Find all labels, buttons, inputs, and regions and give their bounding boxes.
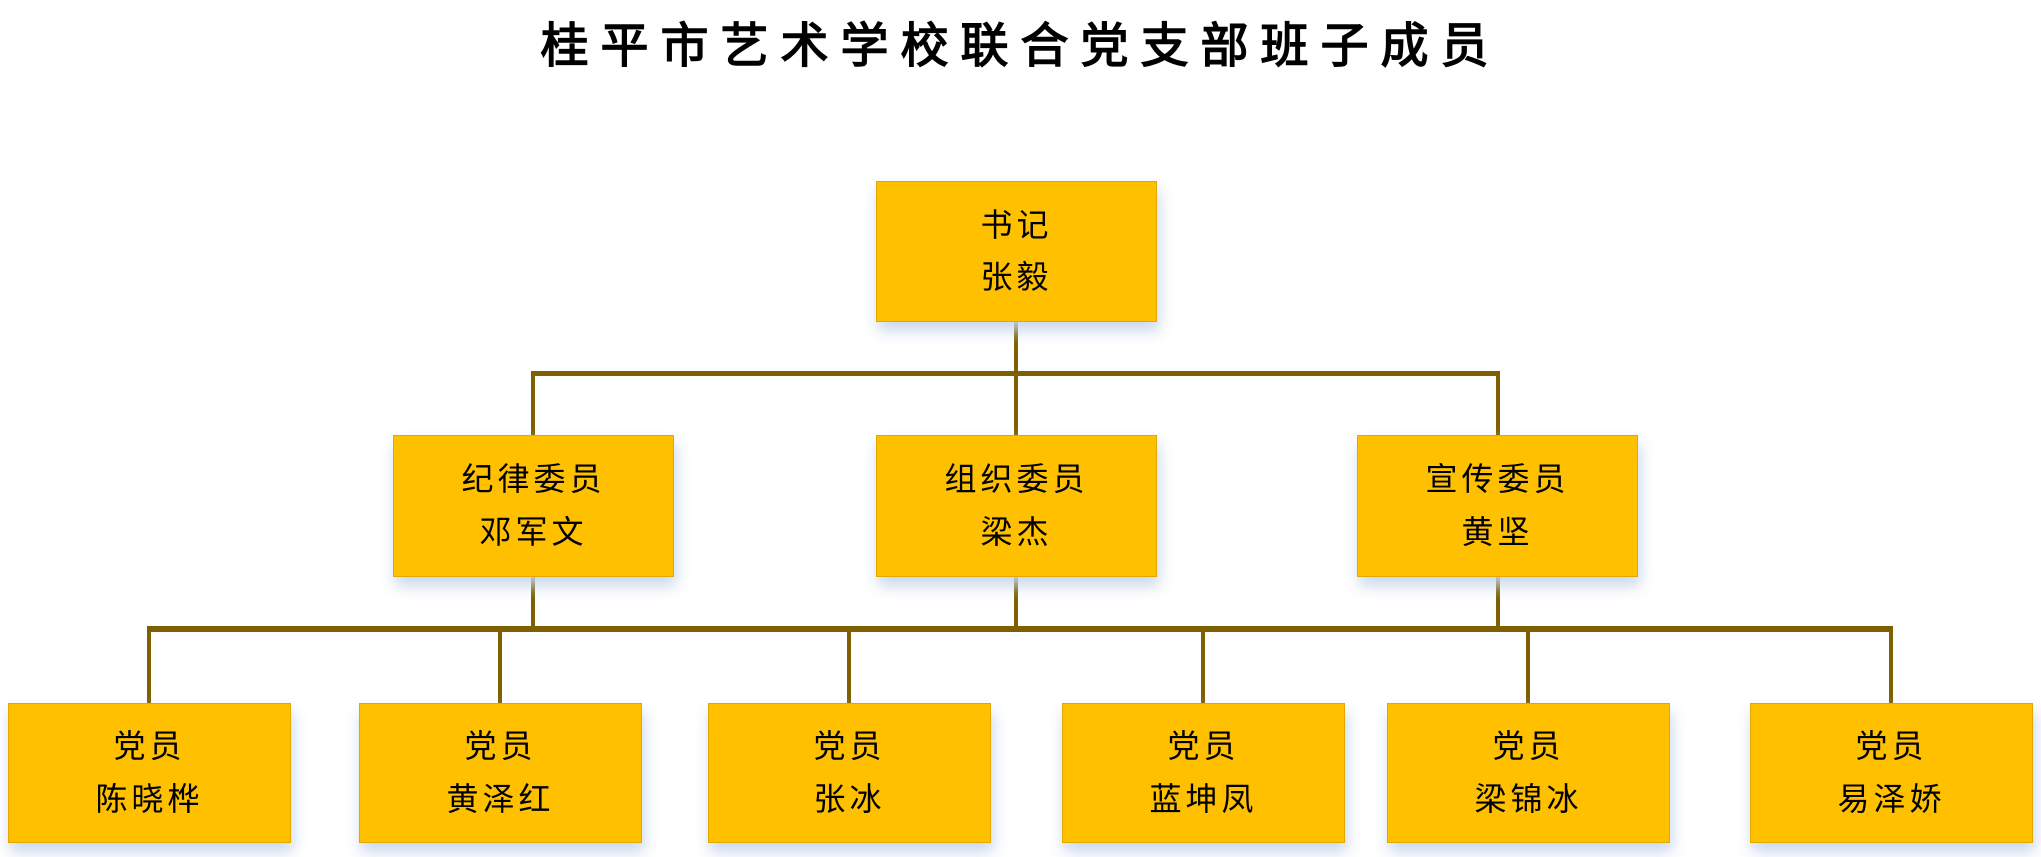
node-role: 党员	[464, 728, 537, 765]
org-node-discipline-committee: 纪律委员 邓军文	[393, 435, 674, 577]
node-name: 梁杰	[980, 513, 1053, 550]
org-node-member-4: 党员 蓝坤凤	[1062, 703, 1345, 843]
node-name: 蓝坤凤	[1149, 780, 1258, 817]
org-node-publicity-committee: 宣传委员 黄坚	[1357, 435, 1638, 577]
node-role: 党员	[113, 728, 186, 765]
node-role: 组织委员	[944, 460, 1089, 497]
connector-feed-discipline	[531, 577, 535, 629]
connector-level2-horizontal-bar	[531, 371, 1500, 376]
node-role: 党员	[1492, 728, 1565, 765]
org-node-member-6: 党员 易泽娇	[1750, 703, 2033, 843]
node-role: 党员	[1855, 728, 1928, 765]
node-role: 党员	[1167, 728, 1240, 765]
connector-root-vertical	[1014, 322, 1018, 435]
org-node-member-2: 党员 黄泽红	[359, 703, 642, 843]
connector-drop-member-6	[1889, 626, 1893, 703]
node-name: 黄泽红	[446, 780, 555, 817]
org-node-member-3: 党员 张冰	[708, 703, 991, 843]
node-name: 张毅	[980, 259, 1053, 296]
connector-level3-horizontal-bar	[147, 626, 1893, 632]
node-role: 书记	[980, 206, 1053, 243]
connector-drop-member-5	[1526, 626, 1530, 703]
node-name: 张冰	[813, 780, 886, 817]
org-node-member-1: 党员 陈晓桦	[8, 703, 291, 843]
org-node-secretary: 书记 张毅	[876, 181, 1157, 322]
node-role: 纪律委员	[461, 460, 606, 497]
node-name: 易泽娇	[1837, 780, 1946, 817]
connector-drop-discipline	[531, 371, 535, 435]
connector-drop-member-2	[498, 626, 502, 703]
node-name: 邓军文	[479, 513, 588, 550]
org-node-member-5: 党员 梁锦冰	[1387, 703, 1670, 843]
node-role: 宣传委员	[1425, 460, 1570, 497]
connector-feed-organization	[1014, 577, 1018, 629]
connector-feed-publicity	[1496, 577, 1500, 629]
org-node-organization-committee: 组织委员 梁杰	[876, 435, 1157, 577]
node-role: 党员	[813, 728, 886, 765]
connector-drop-member-4	[1201, 626, 1205, 703]
connector-drop-publicity	[1496, 371, 1500, 435]
node-name: 黄坚	[1461, 513, 1534, 550]
connector-drop-member-3	[847, 626, 851, 703]
node-name: 梁锦冰	[1474, 780, 1583, 817]
chart-title: 桂平市艺术学校联合党支部班子成员	[540, 20, 1501, 73]
node-name: 陈晓桦	[95, 780, 204, 817]
connector-drop-member-1	[147, 626, 151, 703]
